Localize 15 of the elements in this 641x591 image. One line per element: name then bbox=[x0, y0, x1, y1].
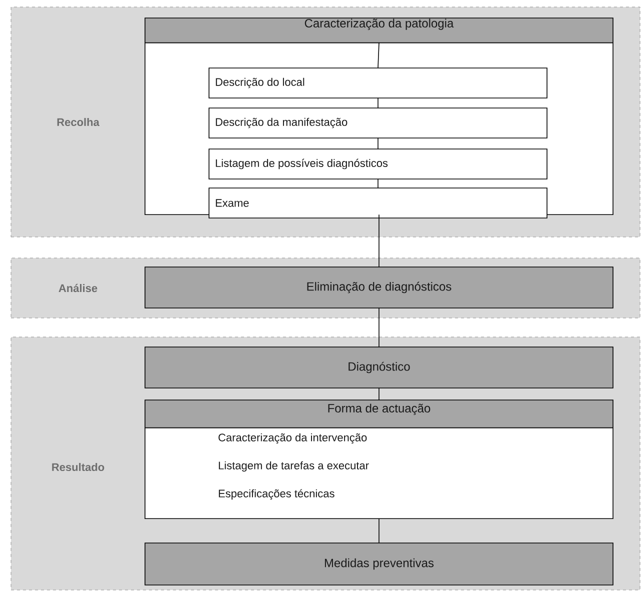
process-box: Diagnóstico bbox=[144, 346, 614, 388]
step-box: Descrição da manifestação bbox=[208, 108, 548, 138]
connector-line bbox=[378, 308, 380, 348]
node-label: Forma de actuação bbox=[328, 404, 430, 415]
process-box: Eliminação de diagnósticos bbox=[144, 266, 614, 308]
connector-line bbox=[378, 214, 380, 268]
connector-line bbox=[378, 42, 380, 68]
process-box: Medidas preventivas bbox=[144, 542, 614, 586]
step-box: Listagem de possíveis diagnósticos bbox=[208, 148, 548, 180]
node-label: Caracterização da patologia bbox=[304, 18, 454, 30]
process-box: Forma de actuação Caracterização da intervenção Listagem de tarefas a executar Especificações técnicas bbox=[144, 400, 614, 519]
connector-line bbox=[378, 388, 380, 400]
step-box: Exame bbox=[208, 188, 548, 218]
connector-line bbox=[378, 518, 380, 544]
step-box: Descrição do local bbox=[208, 68, 548, 98]
